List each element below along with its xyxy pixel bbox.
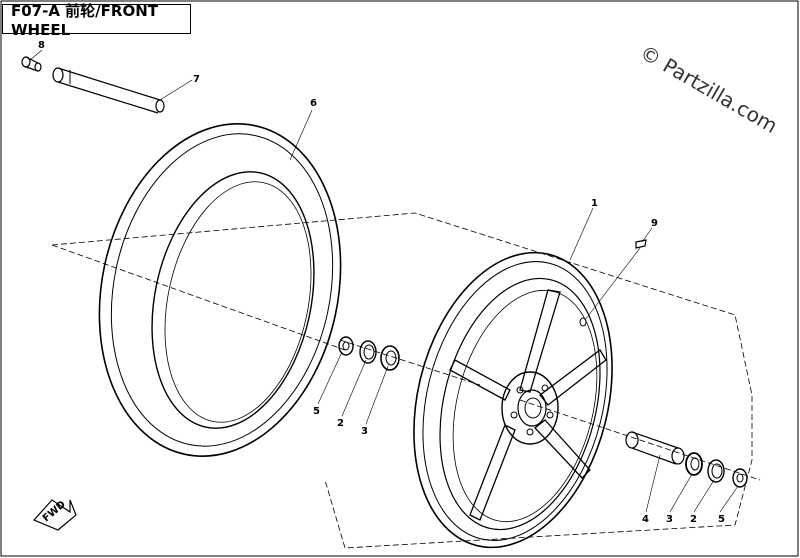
part-8-nut <box>21 56 42 72</box>
part-9-valve <box>584 239 647 321</box>
fwd-arrow: FWD <box>32 499 77 531</box>
axle-line-mid <box>339 339 481 386</box>
callout-5-left: 5 <box>313 406 320 417</box>
callout-5-right: 5 <box>718 514 725 525</box>
part-5-spacer-right <box>732 468 748 488</box>
part-1-wheel <box>413 251 613 549</box>
fwd-label: FWD <box>41 499 68 524</box>
callout-7: 7 <box>193 74 200 85</box>
axle-line <box>51 244 346 351</box>
callout-3-left: 3 <box>361 426 368 437</box>
callout-2-left: 2 <box>337 418 344 429</box>
part-7-axle <box>52 67 165 114</box>
callout-4: 4 <box>642 514 649 525</box>
callout-9: 9 <box>651 218 658 229</box>
part-2-seal-left <box>359 340 377 364</box>
diagram-title: F07-A 前轮/FRONT WHEEL <box>2 2 191 39</box>
part-3-bearing-left <box>380 345 400 371</box>
leader-lines <box>29 49 739 513</box>
callout-6: 6 <box>310 98 317 109</box>
callout-8: 8 <box>38 40 45 51</box>
callout-1: 1 <box>591 198 598 209</box>
axle-line-right <box>519 399 761 481</box>
part-2-seal-right <box>707 459 725 483</box>
callout-2-right: 2 <box>690 514 697 525</box>
part-6-tire <box>98 123 342 457</box>
assembly-outline <box>51 212 753 549</box>
part-3-bearing-right <box>685 452 703 476</box>
part-4-collar <box>625 431 685 465</box>
callout-3-right: 3 <box>666 514 673 525</box>
part-5-spacer-left <box>338 336 354 356</box>
